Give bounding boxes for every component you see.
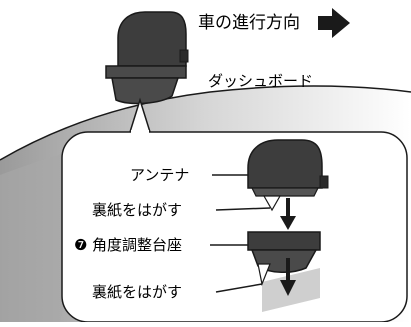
peel-bottom-label: 裏紙をはがす <box>92 283 182 301</box>
mount-number: ❼ <box>74 236 87 254</box>
peel-top-leader-line <box>215 207 271 211</box>
direction-label: 車の進行方向 <box>198 13 300 33</box>
right-arrow-icon <box>318 8 350 38</box>
down-arrow-icon <box>280 198 296 230</box>
antenna-device <box>247 139 329 212</box>
peel-bottom-leader-line <box>215 283 263 293</box>
peel-top-label: 裏紙をはがす <box>92 201 182 219</box>
backing-paper-bottom <box>257 263 271 287</box>
backing-paper-top <box>262 195 282 212</box>
angle-mount <box>247 231 321 312</box>
antenna-label: アンテナ <box>130 166 189 184</box>
mount-label: 角度調整台座 <box>92 236 182 254</box>
dashboard-label: ダッシュボード <box>208 72 313 90</box>
device-top <box>105 11 189 105</box>
